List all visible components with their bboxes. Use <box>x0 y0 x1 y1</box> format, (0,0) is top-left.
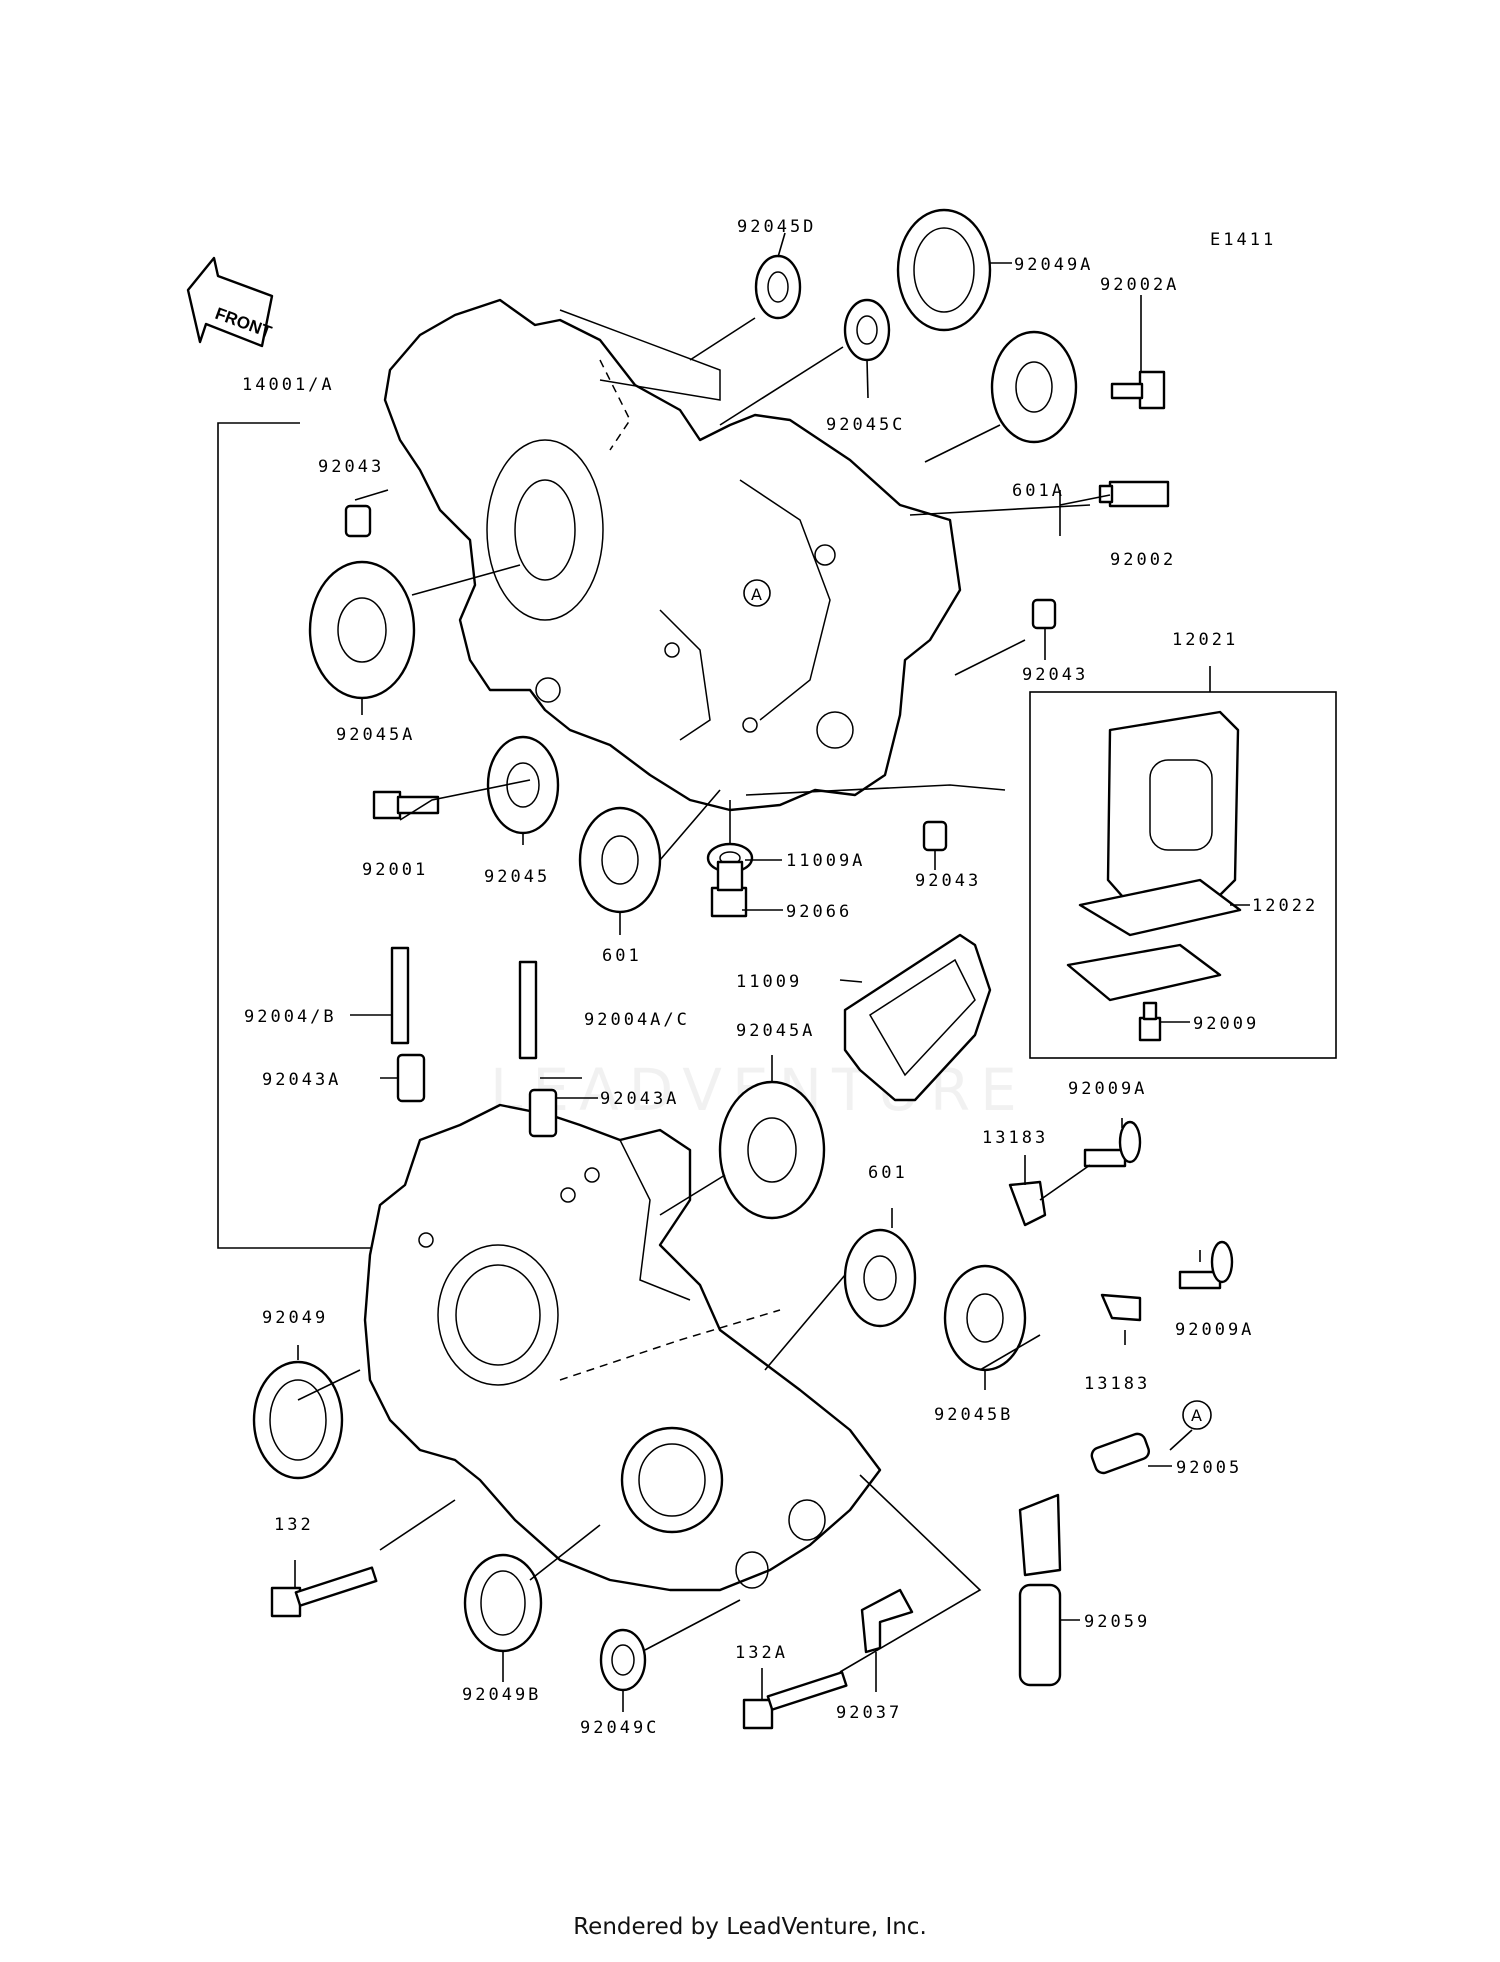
bracket-13183-a <box>1008 1180 1047 1227</box>
footer-credit: Rendered by LeadVenture, Inc. <box>573 1914 927 1940</box>
fitting-92005 <box>1090 1432 1151 1475</box>
leader-lines <box>294 232 1250 1712</box>
dowel-pin-92043a-a <box>396 1053 426 1103</box>
bracket-13183-b <box>1100 1293 1142 1322</box>
callout-a-upper: A <box>743 579 771 607</box>
label-92043-a: 92043 <box>318 457 384 477</box>
bearing-92045 <box>486 735 560 835</box>
seal-92049 <box>252 1360 344 1480</box>
clamp-92037 <box>860 1588 914 1654</box>
svg-text:A: A <box>1191 1406 1202 1425</box>
callout-a-lower: A <box>1182 1400 1212 1430</box>
label-92045c: 92045C <box>826 415 905 435</box>
bearing-92045c <box>843 298 891 362</box>
lower-crankcase-half <box>363 1103 882 1592</box>
label-92002a: 92002A <box>1100 275 1179 295</box>
seal-92049c <box>599 1628 647 1692</box>
label-12021: 12021 <box>1172 630 1238 650</box>
label-92004ac: 92004A/C <box>584 1010 690 1030</box>
label-92049a: 92049A <box>1014 255 1093 275</box>
dowel-pin-92043-a <box>344 504 372 538</box>
label-92049: 92049 <box>262 1308 328 1328</box>
label-92009: 92009 <box>1193 1014 1259 1034</box>
label-92043-b: 92043 <box>1022 665 1088 685</box>
label-92059: 92059 <box>1084 1612 1150 1632</box>
label-92045: 92045 <box>484 867 550 887</box>
bearing-92045b <box>943 1264 1027 1372</box>
label-92002: 92002 <box>1110 550 1176 570</box>
screw-92009a-b <box>1178 1240 1234 1290</box>
dowel-pin-92043a-b <box>528 1088 558 1138</box>
label-92049b: 92049B <box>462 1685 541 1705</box>
dowel-pin-92043-c <box>922 820 948 852</box>
stud-92004b <box>390 946 410 1045</box>
label-92004b: 92004/B <box>244 1007 337 1027</box>
label-92037: 92037 <box>836 1703 902 1723</box>
bolt-92001 <box>372 790 440 820</box>
label-14001a: 14001/A <box>242 375 335 395</box>
nipple-92002 <box>1098 480 1170 508</box>
stud-92004ac <box>518 960 538 1060</box>
screw-92009a-a <box>1083 1120 1142 1168</box>
bolt-132 <box>270 1566 378 1618</box>
bearing-92045d <box>754 254 802 320</box>
dowel-pin-92043-b <box>1031 598 1057 630</box>
label-92045a-lower: 92045A <box>736 1021 815 1041</box>
label-601-upper: 601 <box>602 946 642 966</box>
label-92043-c: 92043 <box>915 871 981 891</box>
label-13183-a: 13183 <box>982 1128 1048 1148</box>
label-92043a-a: 92043A <box>262 1070 341 1090</box>
bolt-132a <box>742 1671 848 1730</box>
label-92066: 92066 <box>786 902 852 922</box>
label-132a: 132A <box>735 1643 788 1663</box>
label-11009a: 11009A <box>786 851 865 871</box>
case-set-bracket <box>217 422 380 1249</box>
seal-92049b <box>463 1553 543 1653</box>
plug-92066 <box>710 860 748 918</box>
label-601a: 601A <box>1012 481 1065 501</box>
svg-text:A: A <box>751 585 762 604</box>
label-92005: 92005 <box>1176 1458 1242 1478</box>
label-92045d: 92045D <box>737 217 816 237</box>
label-132: 132 <box>274 1515 314 1535</box>
bearing-601-upper <box>578 806 662 914</box>
gasket-11009 <box>843 933 992 1102</box>
bearing-601-lower <box>843 1228 917 1328</box>
bearing-92045a-upper <box>308 560 416 700</box>
label-92009a-b: 92009A <box>1175 1320 1254 1340</box>
front-arrow-icon: FRONT <box>186 256 275 348</box>
label-92009a-a: 92009A <box>1068 1079 1147 1099</box>
label-92001: 92001 <box>362 860 428 880</box>
label-13183-b: 13183 <box>1084 1374 1150 1394</box>
label-92049c: 92049C <box>580 1718 659 1738</box>
label-601-lower: 601 <box>868 1163 908 1183</box>
part-labels: E1411 92045D 92049A 92002A 14001/A 92045… <box>242 217 1318 1738</box>
bearing-92045a-lower <box>718 1080 826 1220</box>
reed-valve-box <box>1029 691 1337 1059</box>
screw-92009 <box>1138 1001 1162 1042</box>
label-92045a-upper: 92045A <box>336 725 415 745</box>
diagram-code: E1411 <box>1210 230 1276 250</box>
bearing-601a <box>990 330 1078 444</box>
label-11009: 11009 <box>736 972 802 992</box>
label-92043a-b: 92043A <box>600 1089 679 1109</box>
label-92045b: 92045B <box>934 1405 1013 1425</box>
plug-92002a <box>1110 370 1166 410</box>
hose-92059 <box>1018 1493 1062 1687</box>
seal-92049a <box>896 208 992 332</box>
upper-crankcase-half <box>383 298 962 812</box>
label-12022: 12022 <box>1252 896 1318 916</box>
